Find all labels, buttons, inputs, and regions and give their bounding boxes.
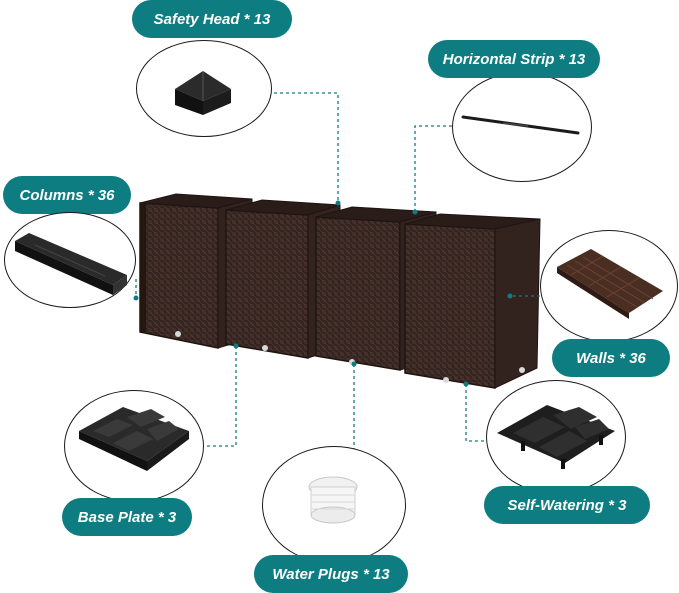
base-plate-label: Base Plate * 3 bbox=[62, 498, 192, 536]
columns-icon bbox=[15, 233, 127, 295]
columns-circle bbox=[4, 212, 136, 308]
water-plugs-circle bbox=[262, 446, 406, 564]
horizontal-strip-circle bbox=[452, 72, 592, 182]
safety-head-icon bbox=[175, 71, 231, 115]
connector-dots bbox=[133, 200, 513, 387]
self-watering-circle bbox=[486, 380, 626, 494]
safety-head-circle bbox=[136, 40, 272, 137]
columns-label: Columns * 36 bbox=[3, 176, 131, 214]
walls-circle bbox=[540, 230, 678, 342]
water-plug-icon bbox=[308, 476, 358, 524]
water-plugs-label: Water Plugs * 13 bbox=[254, 555, 408, 593]
self-watering-label: Self-Watering * 3 bbox=[484, 486, 650, 524]
walls-icon bbox=[557, 249, 663, 319]
horizontal-strip-label: Horizontal Strip * 13 bbox=[428, 40, 600, 78]
base-plate-circle bbox=[64, 390, 204, 502]
walls-label: Walls * 36 bbox=[552, 339, 670, 377]
self-watering-icon bbox=[497, 405, 615, 469]
safety-head-label: Safety Head * 13 bbox=[132, 0, 292, 38]
base-plate-icon bbox=[79, 407, 189, 471]
horizontal-strip-icon bbox=[461, 115, 580, 135]
planter-module-4 bbox=[404, 213, 541, 389]
